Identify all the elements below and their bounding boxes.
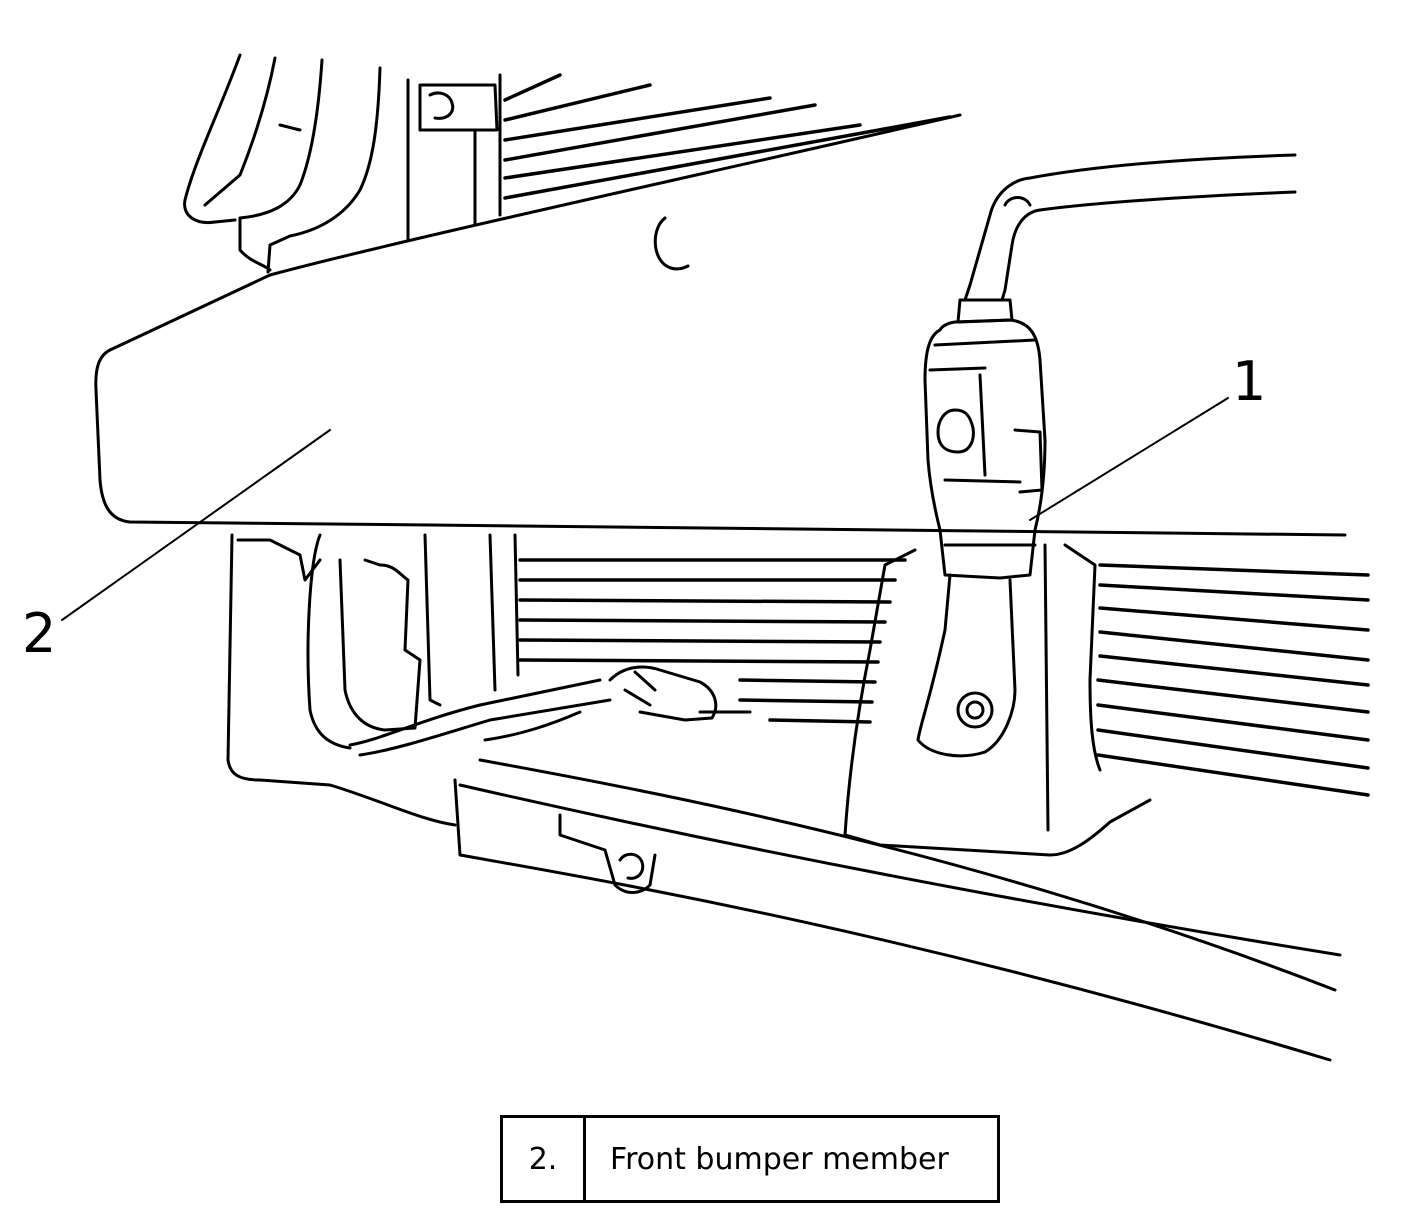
upper-fascia: [183, 53, 502, 274]
sensor-body: [923, 318, 1047, 580]
radiator-fins-lower: [518, 558, 1370, 797]
front-bumper-member: [94, 113, 1347, 537]
radiator-fins-upper: [503, 73, 952, 200]
lower-valance: [226, 533, 1342, 1062]
leader-line-1: [1029, 397, 1229, 521]
leader-line-2: [61, 429, 331, 621]
legend-table: 2. Front bumper member: [500, 1115, 1000, 1203]
callout-1: 1: [1232, 350, 1266, 413]
legend-description: Front bumper member: [610, 1141, 949, 1177]
sensor-harness: [956, 153, 1297, 324]
legend-number: 2.: [503, 1118, 586, 1200]
bumper-illustration: 1 2: [22, 53, 1370, 1062]
callout-2: 2: [22, 602, 56, 665]
leader-lines: [61, 397, 1229, 621]
sensor-mount: [843, 543, 1152, 857]
